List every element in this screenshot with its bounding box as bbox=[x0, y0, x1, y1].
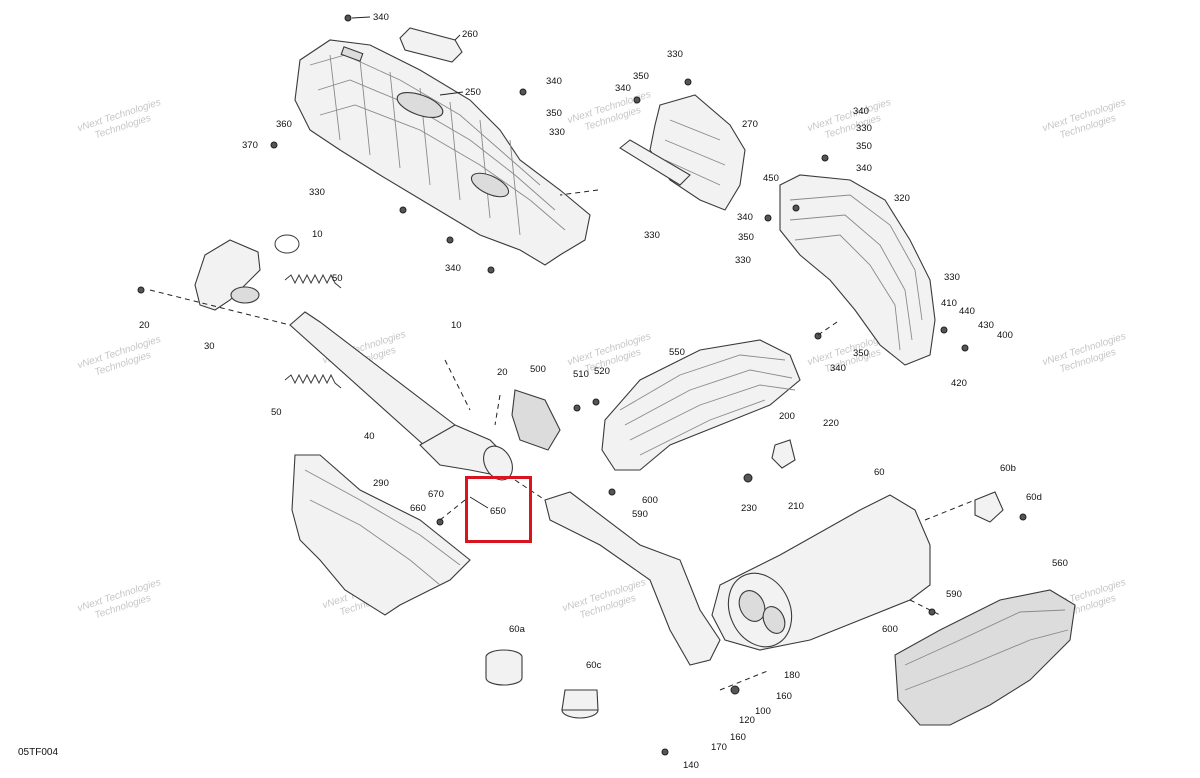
heat-shield-270 bbox=[619, 94, 746, 211]
callout-160: 160 bbox=[776, 691, 792, 702]
highlight-box-650 bbox=[465, 476, 532, 543]
callout-30: 30 bbox=[204, 341, 215, 352]
callout-210: 210 bbox=[788, 501, 804, 512]
callout-360: 360 bbox=[276, 119, 292, 130]
callout-230: 230 bbox=[741, 503, 757, 514]
callout-330: 330 bbox=[667, 49, 683, 60]
callout-340: 340 bbox=[830, 363, 846, 374]
callout-60b: 60b bbox=[1000, 463, 1016, 474]
assembly-paths bbox=[149, 189, 976, 691]
callout-670: 670 bbox=[428, 489, 444, 500]
callout-340: 340 bbox=[737, 212, 753, 223]
callout-labels: 340 260 250 360 370 330 340 350 330 330 … bbox=[139, 12, 1068, 771]
callout-350: 350 bbox=[738, 232, 754, 243]
callout-350: 350 bbox=[546, 108, 562, 119]
callout-40: 40 bbox=[364, 431, 375, 442]
callout-10: 10 bbox=[451, 320, 462, 331]
callout-60: 60 bbox=[874, 467, 885, 478]
callout-520: 520 bbox=[594, 366, 610, 377]
callout-160: 160 bbox=[730, 732, 746, 743]
callout-10: 10 bbox=[312, 229, 323, 240]
spring-50-upper bbox=[284, 273, 342, 289]
ring-60c bbox=[561, 689, 599, 719]
heat-shield-250 bbox=[294, 39, 591, 266]
callout-340: 340 bbox=[546, 76, 562, 87]
heat-shield-320 bbox=[779, 174, 936, 366]
callout-220: 220 bbox=[823, 418, 839, 429]
callout-140: 140 bbox=[683, 760, 699, 771]
heat-shield-290 bbox=[291, 454, 471, 616]
callout-440: 440 bbox=[959, 306, 975, 317]
callout-600: 600 bbox=[882, 624, 898, 635]
muffler-cover-560 bbox=[894, 589, 1076, 726]
callout-350: 350 bbox=[856, 141, 872, 152]
spring-50-lower bbox=[284, 373, 342, 389]
callout-350: 350 bbox=[853, 348, 869, 359]
callout-170: 170 bbox=[711, 742, 727, 753]
callout-250: 250 bbox=[465, 87, 481, 98]
callout-560: 560 bbox=[1052, 558, 1068, 569]
callout-590: 590 bbox=[632, 509, 648, 520]
callout-290: 290 bbox=[373, 478, 389, 489]
callout-320: 320 bbox=[894, 193, 910, 204]
callout-20: 20 bbox=[497, 367, 508, 378]
callout-340: 340 bbox=[373, 12, 389, 23]
bracket-200 bbox=[771, 439, 796, 469]
callout-20: 20 bbox=[139, 320, 150, 331]
callout-420: 420 bbox=[951, 378, 967, 389]
callout-510: 510 bbox=[573, 369, 589, 380]
callout-180: 180 bbox=[784, 670, 800, 681]
callout-120: 120 bbox=[739, 715, 755, 726]
callout-100: 100 bbox=[755, 706, 771, 717]
mid-pipe bbox=[544, 491, 721, 666]
callout-340: 340 bbox=[445, 263, 461, 274]
callout-340: 340 bbox=[853, 106, 869, 117]
callout-330: 330 bbox=[735, 255, 751, 266]
callout-330: 330 bbox=[856, 123, 872, 134]
callout-200: 200 bbox=[779, 411, 795, 422]
figure-code: 05TF004 bbox=[18, 747, 59, 758]
fasteners bbox=[137, 14, 1027, 756]
heat-shield-550 bbox=[601, 339, 801, 471]
front-pipe-40 bbox=[289, 311, 513, 481]
callout-660: 660 bbox=[410, 503, 426, 514]
gasket-10 bbox=[274, 234, 300, 254]
callout-60a: 60a bbox=[509, 624, 526, 635]
muffler-60 bbox=[711, 494, 931, 651]
ring-60a bbox=[485, 649, 523, 686]
elbow-30 bbox=[194, 239, 261, 311]
callout-50: 50 bbox=[332, 273, 343, 284]
callout-330: 330 bbox=[309, 187, 325, 198]
callout-400: 400 bbox=[997, 330, 1013, 341]
callout-330: 330 bbox=[944, 272, 960, 283]
callout-350: 350 bbox=[633, 71, 649, 82]
callout-500: 500 bbox=[530, 364, 546, 375]
callout-340: 340 bbox=[856, 163, 872, 174]
callout-340: 340 bbox=[615, 83, 631, 94]
callout-430: 430 bbox=[978, 320, 994, 331]
callout-590: 590 bbox=[946, 589, 962, 600]
callout-60c: 60c bbox=[586, 660, 602, 671]
callout-550: 550 bbox=[669, 347, 685, 358]
callout-330: 330 bbox=[644, 230, 660, 241]
callout-270: 270 bbox=[742, 119, 758, 130]
callout-600: 600 bbox=[642, 495, 658, 506]
callout-60d: 60d bbox=[1026, 492, 1042, 503]
callout-450: 450 bbox=[763, 173, 779, 184]
bracket-60b bbox=[974, 491, 1004, 523]
plate-260 bbox=[399, 27, 463, 63]
callout-650: 650 bbox=[490, 506, 506, 517]
bracket-500 bbox=[511, 389, 561, 451]
callout-370: 370 bbox=[242, 140, 258, 151]
callout-410: 410 bbox=[941, 298, 957, 309]
callout-330: 330 bbox=[549, 127, 565, 138]
callout-260: 260 bbox=[462, 29, 478, 40]
callout-50: 50 bbox=[271, 407, 282, 418]
